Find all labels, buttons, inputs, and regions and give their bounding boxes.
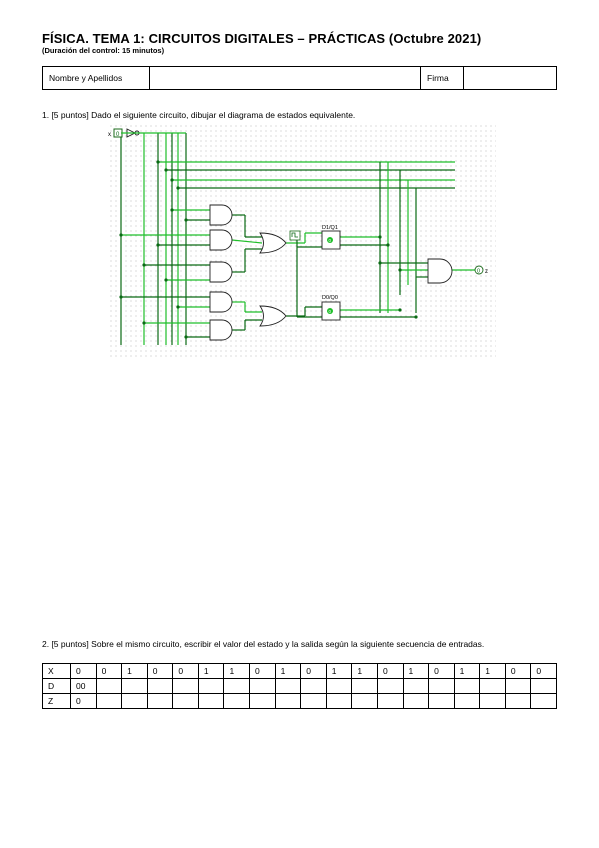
row-label: D — [42, 678, 71, 694]
and-gate-5 — [209, 319, 233, 341]
ff1-label: D1/Q1 — [322, 225, 338, 231]
table-cell[interactable] — [95, 678, 123, 694]
name-label: Nombre y Apellidos — [42, 66, 150, 90]
grid-background — [108, 125, 496, 358]
table-cell[interactable] — [504, 678, 532, 694]
table-cell[interactable] — [351, 693, 378, 709]
circuit-diagram: x 0 — [108, 125, 496, 358]
table-cell: 1 — [274, 663, 302, 679]
row-label: Z — [42, 693, 71, 709]
table-cell[interactable] — [95, 693, 123, 709]
table-cell: 1 — [121, 663, 148, 679]
table-cell: 1 — [325, 663, 353, 679]
input-label: x — [108, 132, 111, 138]
and-gate-3 — [209, 261, 233, 283]
table-cell[interactable] — [121, 693, 148, 709]
question-2-text: 2. [5 puntos] Sobre el mismo circuito, e… — [42, 639, 485, 649]
table-cell[interactable] — [223, 678, 251, 694]
or-gate-1 — [259, 232, 287, 254]
table-cell[interactable]: 0 — [70, 693, 97, 709]
table-cell: 1 — [453, 663, 481, 679]
table-cell: 0 — [504, 663, 532, 679]
table-cell[interactable] — [376, 693, 404, 709]
table-cell: 0 — [95, 663, 123, 679]
table-cell[interactable]: 00 — [70, 678, 97, 694]
table-cell[interactable] — [376, 678, 404, 694]
table-cell[interactable] — [479, 678, 506, 694]
table-cell[interactable] — [274, 678, 302, 694]
and-gate-output — [427, 258, 453, 284]
table-cell[interactable] — [300, 678, 327, 694]
table-cell[interactable] — [223, 693, 251, 709]
ff1-value: 0 — [329, 238, 332, 243]
row-label: X — [42, 663, 71, 679]
or-gate-2 — [259, 305, 287, 327]
table-cell[interactable] — [172, 678, 199, 694]
table-cell: 0 — [428, 663, 455, 679]
table-cell[interactable] — [197, 693, 225, 709]
and-gate-4 — [209, 291, 233, 313]
table-cell[interactable] — [351, 678, 378, 694]
name-field[interactable] — [149, 66, 421, 90]
table-cell: 0 — [300, 663, 327, 679]
table-cell[interactable] — [402, 693, 430, 709]
table-cell[interactable] — [325, 693, 353, 709]
and-gates — [209, 204, 453, 341]
input-value: 0 — [116, 132, 120, 138]
table-cell[interactable] — [146, 693, 174, 709]
and-gate-1 — [209, 204, 233, 226]
output-value: 0 — [477, 269, 480, 275]
table-cell: 1 — [402, 663, 430, 679]
ff0-value: 0 — [329, 309, 332, 314]
or-gates — [259, 232, 287, 327]
table-cell: 0 — [70, 663, 97, 679]
flip-flop-d0: D0/Q0 0 — [321, 295, 341, 321]
wire-junctions — [119, 160, 418, 339]
table-cell[interactable] — [146, 678, 174, 694]
flip-flop-d1: D1/Q1 0 — [321, 225, 341, 250]
table-cell[interactable] — [121, 678, 148, 694]
table-cell[interactable] — [197, 678, 225, 694]
table-cell[interactable] — [249, 693, 276, 709]
table-cell: 1 — [479, 663, 506, 679]
table-cell: 1 — [351, 663, 378, 679]
table-cell[interactable] — [325, 678, 353, 694]
and-gate-2 — [209, 229, 233, 251]
table-cell[interactable] — [479, 693, 506, 709]
table-cell[interactable] — [453, 678, 481, 694]
signature-label: Firma — [420, 66, 464, 90]
table-cell[interactable] — [274, 693, 302, 709]
table-cell: 0 — [172, 663, 199, 679]
table-cell[interactable] — [249, 678, 276, 694]
table-cell: 0 — [376, 663, 404, 679]
ff0-label: D0/Q0 — [322, 295, 338, 301]
duration-note: (Duración del control: 15 minutos) — [42, 46, 165, 55]
signature-field[interactable] — [463, 66, 557, 90]
page-title: FÍSICA. TEMA 1: CIRCUITOS DIGITALES – PR… — [42, 31, 482, 46]
question-1-text: 1. [5 puntos] Dado el siguiente circuito… — [42, 110, 356, 120]
bus-wires — [120, 132, 475, 345]
table-cell[interactable] — [428, 678, 455, 694]
output-label: z — [485, 269, 488, 275]
table-cell[interactable] — [428, 693, 455, 709]
output-pin-z: 0 z — [474, 265, 488, 275]
table-cell[interactable] — [530, 678, 557, 694]
table-cell: 0 — [146, 663, 174, 679]
table-cell[interactable] — [530, 693, 557, 709]
table-cell[interactable] — [453, 693, 481, 709]
table-cell[interactable] — [300, 693, 327, 709]
table-cell: 1 — [197, 663, 225, 679]
name-signature-table: Nombre y Apellidos Firma — [42, 66, 557, 90]
table-cell[interactable] — [172, 693, 199, 709]
table-cell[interactable] — [402, 678, 430, 694]
table-cell: 1 — [223, 663, 251, 679]
clock-icon[interactable] — [289, 230, 301, 241]
table-cell[interactable] — [504, 693, 532, 709]
table-cell: 0 — [249, 663, 276, 679]
table-cell: 0 — [530, 663, 557, 679]
